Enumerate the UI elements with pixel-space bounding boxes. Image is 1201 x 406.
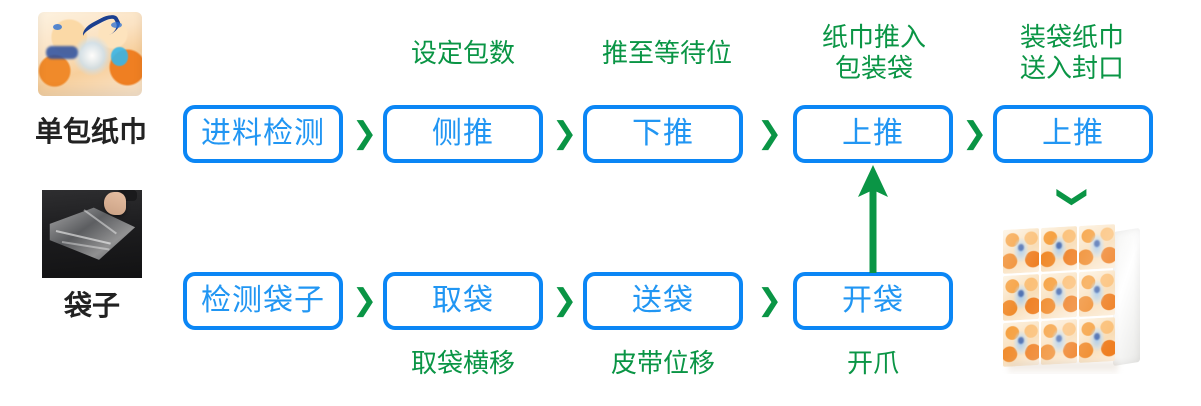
bundle-side-face [1113,227,1140,366]
bundle-cell [1002,320,1039,367]
chevron-right-icon-tissue-2: ❯ [552,116,578,151]
bundled-tissue-packs-photo [1000,222,1140,374]
chevron-right-icon-bag-2: ❯ [552,283,578,318]
caption-tissue-step-3: 推至等待位 [601,38,732,68]
row-title-bag: 袋子 [63,290,120,321]
chevron-right-icon-tissue-4: ❯ [962,116,988,151]
step-label-tissue-1: 进料检测 [201,117,325,150]
step-box-tissue-1[interactable]: 进料检测 [183,105,343,163]
step-box-bag-3[interactable]: 送袋 [583,272,743,330]
step-label-bag-2: 取袋 [432,284,494,317]
step-label-tissue-2: 侧推 [432,117,494,150]
step-label-bag-3: 送袋 [632,284,694,317]
step-label-bag-4: 开袋 [842,284,904,317]
pack-badge [110,47,129,66]
step-label-tissue-4: 上推 [842,117,904,150]
chevron-right-icon-bag-3: ❯ [757,283,783,318]
bundle-cell [1078,316,1115,363]
bundle-cell [1078,269,1115,317]
bundle-cell [1078,223,1115,270]
pack-logo [46,45,78,60]
step-box-tissue-3[interactable]: 下推 [583,105,743,163]
caption-tissue-step-2: 设定包数 [410,38,515,68]
bag-hand [104,191,126,215]
bundle-cell [1040,271,1077,319]
chevron-down-icon-output: ❯ [1055,184,1091,210]
bundle-cell [1040,225,1077,272]
pack-swoosh-decoration [79,12,124,46]
bundle-front-face [1002,223,1115,367]
caption-tissue-step-4: 纸巾推入 包装袋 [821,22,926,83]
step-label-tissue-5: 上推 [1042,117,1104,150]
bundle-cell [1040,318,1077,365]
chevron-right-icon-bag-1: ❯ [352,283,378,318]
row-title-tissue: 单包纸巾 [34,116,147,147]
caption-bag-step-2: 取袋横移 [410,348,515,378]
bundle-cell [1002,227,1039,274]
step-label-bag-1: 检测袋子 [201,284,325,317]
caption-bag-step-4: 开爪 [846,348,899,378]
chevron-right-icon-tissue-3: ❯ [757,116,783,151]
bundle-cell [1002,273,1039,321]
step-box-tissue-4[interactable]: 上推 [793,105,953,163]
step-box-bag-1[interactable]: 检测袋子 [183,272,343,330]
step-box-bag-4[interactable]: 开袋 [793,272,953,330]
step-box-tissue-2[interactable]: 侧推 [383,105,543,163]
caption-tissue-step-5: 装袋纸巾 送入封口 [1019,22,1124,83]
single-tissue-pack-photo [38,12,142,96]
step-box-bag-2[interactable]: 取袋 [383,272,543,330]
caption-bag-step-3: 皮带位移 [610,348,715,378]
pack-dot-1 [52,23,62,30]
step-label-tissue-3: 下推 [632,117,694,150]
plastic-bag-photo [42,190,142,278]
step-box-tissue-5[interactable]: 上推 [993,105,1153,163]
upward-flow-arrow [858,165,888,273]
chevron-right-icon-tissue-1: ❯ [352,116,378,151]
bag-sleeve [117,190,137,202]
pack-dot-2 [110,22,122,29]
bundle-reflection [1008,361,1118,374]
